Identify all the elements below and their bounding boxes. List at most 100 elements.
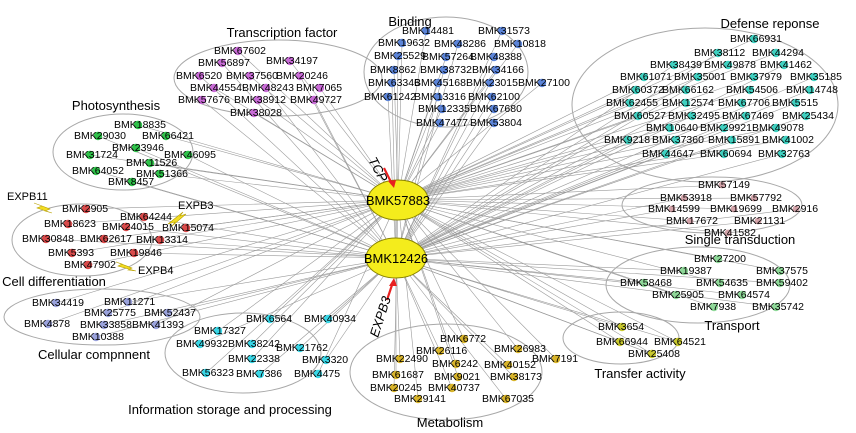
gene-node-label: BMK6242 <box>432 358 478 370</box>
gene-node-dot <box>253 95 263 105</box>
gene-node-bmk46095: BMK46095 <box>164 149 216 161</box>
gene-node-dot <box>673 337 683 347</box>
gene-node-dot <box>679 266 689 276</box>
gene-node-label: BMK54635 <box>696 277 748 289</box>
gene-node-bmk64521: BMK64521 <box>654 336 706 348</box>
gene-node-bmk67035: BMK67035 <box>482 393 534 405</box>
gene-node-dot <box>447 383 457 393</box>
gene-node-label: BMK2916 <box>772 203 818 215</box>
gene-node-label: BMK49932 <box>176 338 228 350</box>
edge-bmk25408-hub2 <box>395 257 653 355</box>
edge-bmk19846-hub2 <box>133 252 397 259</box>
gene-node-dot <box>792 205 800 213</box>
gene-node-label: BMK23946 <box>112 142 164 154</box>
gene-node-bmk48388: BMK48388 <box>470 51 522 63</box>
edge-bmk9218-hub2 <box>395 139 629 259</box>
group-title-info: Information storage and processing <box>128 402 332 417</box>
gene-node-label: BMK38439 <box>650 59 702 71</box>
edge-bmk6564-hub1 <box>269 199 399 320</box>
gene-node-label: BMK57676 <box>178 94 230 106</box>
edge-bmk29921-hub2 <box>395 127 725 259</box>
gene-node-dot <box>639 278 649 288</box>
gene-node-bmk38732: BMK38732 <box>420 64 472 76</box>
edge-bmk2916-hub2 <box>395 208 797 259</box>
gene-node-label: BMK8457 <box>108 176 154 188</box>
gene-node-bmk40152: BMK40152 <box>484 359 536 371</box>
gene-node-bmk2916: BMK2916 <box>772 203 818 215</box>
gene-node-dot <box>625 98 635 108</box>
gene-node-dot <box>309 95 319 105</box>
hub-bmk57883-label: BMK57883 <box>366 193 430 208</box>
gene-node-bmk20245: BMK20245 <box>370 382 422 394</box>
edge-bmk7065-hub1 <box>319 87 399 201</box>
edge-bmk22338-hub1 <box>251 199 399 360</box>
gene-node-label: BMK60694 <box>700 148 752 160</box>
gene-node-dot <box>391 370 401 380</box>
gene-node-label: BMK53804 <box>470 117 522 129</box>
gene-node-bmk26116: BMK26116 <box>416 345 467 357</box>
edge-bmk38028-hub1 <box>253 112 399 201</box>
gene-node-dot <box>537 78 547 88</box>
gene-node-dot <box>623 135 633 145</box>
gene-node-bmk41582: BMK41582 <box>704 227 756 239</box>
gene-node-dot <box>209 83 219 93</box>
edge-bmk60527-hub1 <box>397 115 639 201</box>
edge-bmk47902-hub1 <box>87 199 399 266</box>
gene-node-label: BMK7938 <box>690 301 736 313</box>
gene-node-label: BMK48243 <box>242 82 294 94</box>
gene-node-bmk23015: BMK23015 <box>466 77 518 89</box>
gene-node-dot <box>727 135 737 145</box>
gene-node-bmk9218: BMK9218 <box>604 134 650 146</box>
group-title-transcription: Transcription factor <box>227 25 338 40</box>
edge-bmk51366-hub1 <box>159 173 399 201</box>
edge-bmk56323-hub1 <box>205 199 399 374</box>
gene-node-label: BMK34419 <box>32 297 84 309</box>
gene-node-bmk25905: BMK25905 <box>652 289 704 301</box>
edge-bmk25529-hub2 <box>395 55 399 259</box>
gene-node-label: BMK62617 <box>80 233 132 245</box>
gene-node-label: BMK15074 <box>162 222 214 234</box>
gene-node-dot <box>669 60 679 70</box>
gene-node-bmk8862: BMK8862 <box>370 64 416 76</box>
group-ellipse-cell_diff <box>11 203 153 277</box>
gene-node-bmk27200: BMK27200 <box>694 253 746 265</box>
gene-node-bmk29141: BMK29141 <box>394 393 446 405</box>
gene-node-bmk6564: BMK6564 <box>246 313 292 325</box>
gene-node-label: BMK12574 <box>662 97 714 109</box>
gene-node-label: BMK12335 <box>418 103 470 115</box>
gene-node-dot <box>321 355 331 365</box>
gene-node-label: BMK29141 <box>394 393 446 405</box>
edge-bmk53804-hub2 <box>395 122 495 259</box>
gene-node-dot <box>513 344 523 354</box>
gene-node-label: BMK14481 <box>402 25 454 37</box>
gene-node-bmk57792: BMK57792 <box>730 192 782 204</box>
gene-node-bmk32763: BMK32763 <box>758 148 810 160</box>
gene-node-label: BMK48388 <box>470 51 522 63</box>
gene-node-bmk7191: BMK7191 <box>532 353 578 365</box>
gene-node-label: BMK30848 <box>22 233 74 245</box>
gene-node-label: BMK54506 <box>726 84 778 96</box>
edge-bmk6520-hub2 <box>199 75 397 259</box>
gene-node-label: BMK67035 <box>482 393 534 405</box>
gene-node-bmk53918: BMK53918 <box>660 192 712 204</box>
gene-node-bmk37560: BMK37560 <box>226 70 278 82</box>
expb3-bottom-annotation: EXPB3 <box>367 278 397 339</box>
group-title-transport: Transport <box>704 318 760 333</box>
gene-node-dot <box>397 38 407 48</box>
edge-bmk38912-hub1 <box>257 99 399 201</box>
gene-node-label: BMK4878 <box>24 318 70 330</box>
edge-bmk34197-hub1 <box>289 60 399 201</box>
gene-node-label: BMK10388 <box>72 331 124 343</box>
gene-node-dot <box>123 297 133 307</box>
gene-node-dot <box>737 290 747 300</box>
gene-node-bmk17672: BMK17672 <box>666 215 718 227</box>
gene-node-label: BMK56323 <box>182 367 234 379</box>
edge-bmk57149-hub1 <box>397 184 723 201</box>
gene-node-bmk18835: BMK18835 <box>114 119 166 131</box>
expb3-arrowhead-icon <box>389 278 397 286</box>
group-title-photosynthesis: Photosynthesis <box>72 98 161 113</box>
edge-bmk25434-hub2 <box>395 115 807 259</box>
group-ellipse-metabolism <box>349 323 543 421</box>
gene-node-dot <box>217 58 227 68</box>
